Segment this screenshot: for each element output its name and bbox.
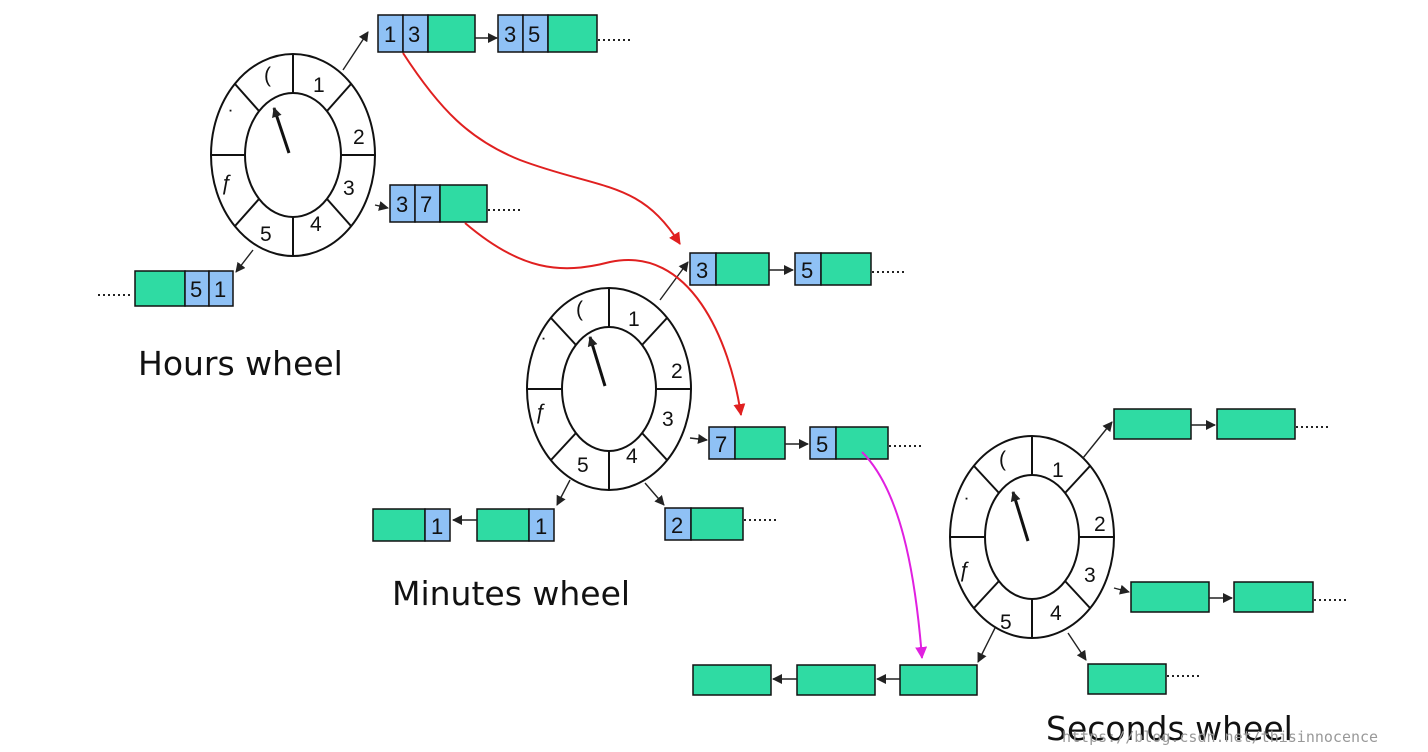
seconds-slot-6: ƒ (959, 559, 971, 582)
minutes-slot-3: 3 (662, 408, 674, 431)
hours-slot-6: ƒ (221, 172, 233, 195)
minutes-node-value: 7 (715, 432, 727, 457)
minutes-slot-1: 1 (628, 308, 640, 331)
minutes-node-value: 2 (671, 513, 683, 538)
seconds-slot-3: 3 (1084, 564, 1096, 587)
hours-wheel-title: Hours wheel (138, 344, 343, 383)
hours-slot1-list: 1 3 3 5 (342, 14, 632, 71)
seconds-pointer (1010, 491, 1030, 542)
hours-slot-7: ˙ (228, 107, 235, 130)
seconds-slot-5: 5 (1000, 611, 1012, 634)
hours-wheel: ( 1 2 3 4 5 ƒ ˙ (210, 53, 376, 257)
hours-slot-3: 3 (343, 177, 355, 200)
minutes-slot-4: 4 (626, 445, 638, 468)
hours-slot-1: 1 (313, 74, 325, 97)
minutes-slot-7: ˙ (541, 335, 548, 358)
minutes-node-value: 5 (801, 258, 813, 283)
minutes-node-value: 5 (816, 432, 828, 457)
hours-node-value: 1 (214, 277, 226, 302)
hours-slot3-list: 3 7 (374, 184, 522, 223)
seconds-slot-1: 1 (1052, 459, 1064, 482)
minutes-wheel-title: Minutes wheel (392, 574, 630, 613)
hours-node-value: 3 (408, 22, 420, 47)
minutes-slot5-list: 1 1 (372, 479, 571, 542)
minutes-node-value: 1 (431, 514, 443, 539)
cascade-arrow-hours-to-minutes (402, 52, 681, 245)
hours-slot5-list: 5 1 (98, 249, 254, 307)
minutes-wheel: ( 1 2 3 4 5 ƒ ˙ (526, 287, 692, 491)
seconds-slot3-list (1113, 581, 1348, 613)
minutes-node-value: 1 (535, 514, 547, 539)
seconds-slot-4: 4 (1050, 602, 1062, 625)
hours-node-value: 3 (504, 22, 516, 47)
watermark: https://blog.csdn.net/thisinnocence (1062, 728, 1378, 746)
seconds-wheel-title: Seconds wheel (1046, 709, 1293, 748)
seconds-slot-0: ( (999, 448, 1006, 471)
seconds-slot-7: ˙ (964, 495, 971, 518)
minutes-slot1-list: 3 5 (659, 252, 906, 301)
hours-node-value: 5 (528, 22, 540, 47)
minutes-pointer (587, 336, 607, 387)
seconds-slot4-list (1067, 632, 1201, 695)
minutes-slot-2: 2 (671, 360, 683, 383)
seconds-slot1-list (1082, 408, 1330, 459)
hours-slot-5: 5 (260, 223, 272, 246)
hours-node-value: 3 (396, 192, 408, 217)
seconds-slot-2: 2 (1094, 513, 1106, 536)
minutes-node-value: 3 (696, 258, 708, 283)
hours-pointer (272, 107, 291, 154)
minutes-slot-6: ƒ (535, 401, 547, 424)
cascade-arrow-minutes-to-seconds (861, 451, 928, 659)
hours-node-value: 5 (190, 277, 202, 302)
minutes-slot4-list: 2 (644, 482, 778, 541)
hours-slot-2: 2 (353, 126, 365, 149)
hours-slot-4: 4 (310, 213, 322, 236)
minutes-slot-5: 5 (577, 454, 589, 477)
seconds-slot5-list (692, 627, 996, 696)
minutes-slot-0: ( (576, 298, 583, 321)
seconds-wheel: ( 1 2 3 4 5 ƒ ˙ (949, 435, 1115, 639)
hours-slot-0: ( (264, 64, 271, 87)
cascade-arrow-hours-to-minutes-2 (464, 222, 746, 416)
minutes-slot3-list: 7 5 (689, 426, 923, 460)
hours-node-value: 1 (384, 22, 396, 47)
hours-node-value: 7 (420, 192, 432, 217)
